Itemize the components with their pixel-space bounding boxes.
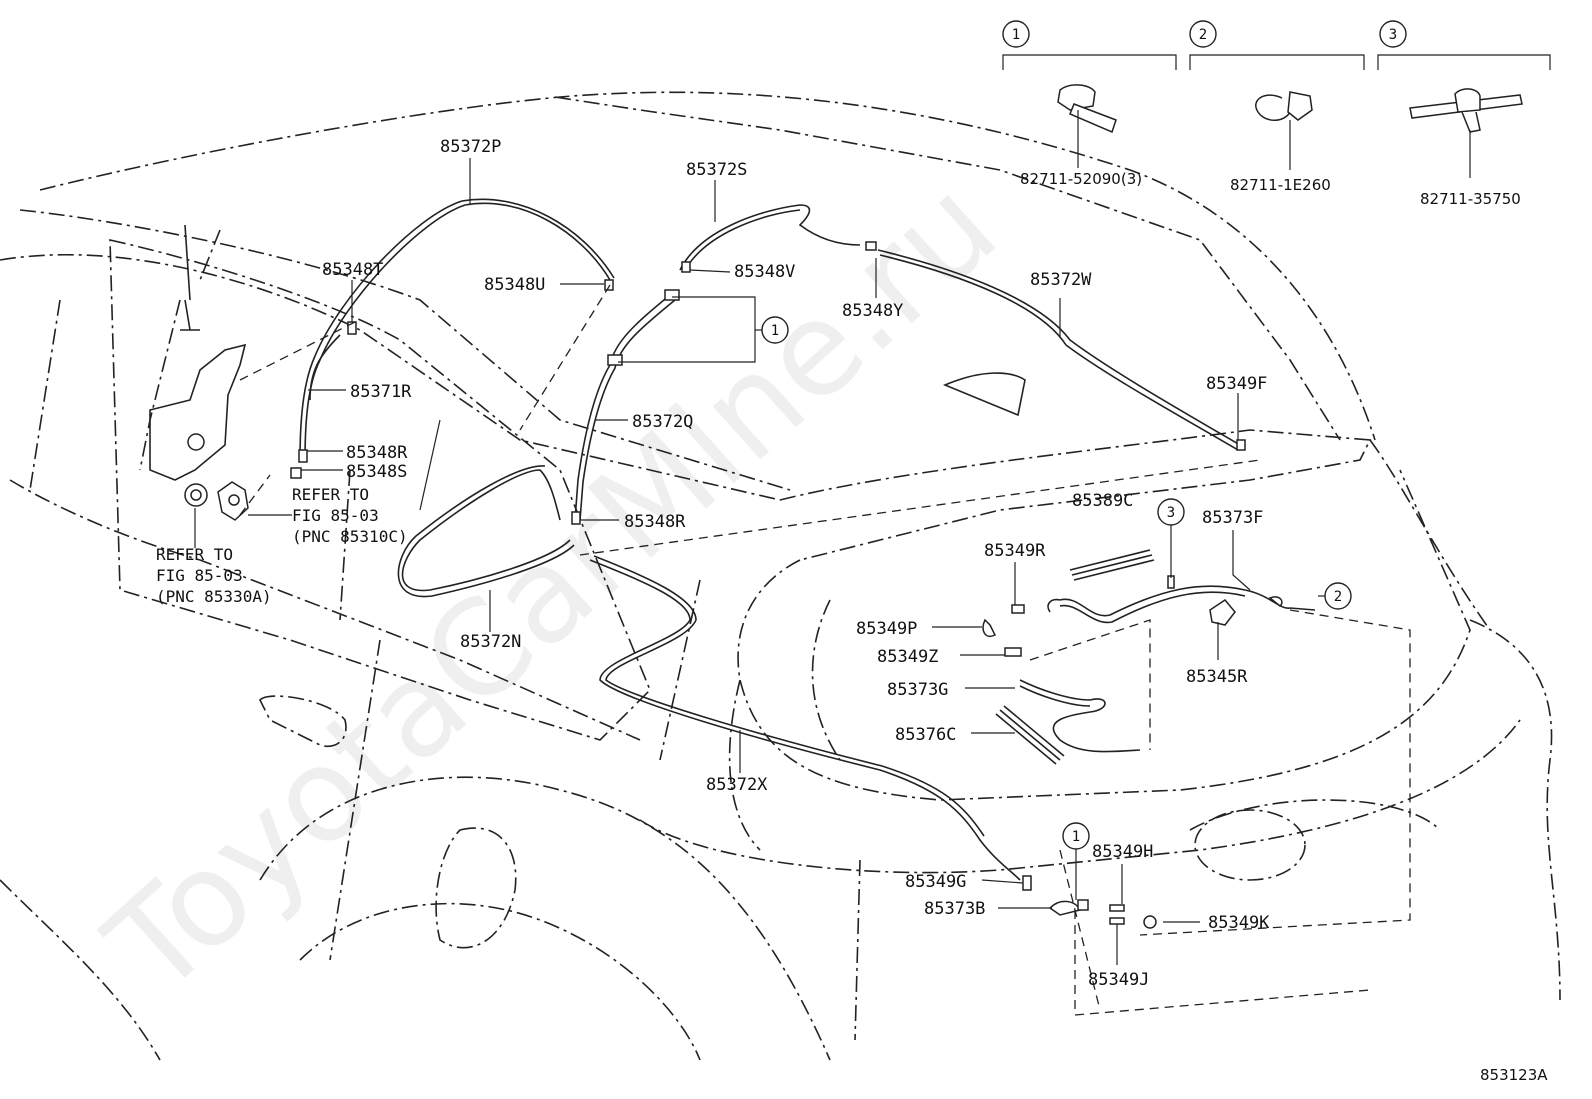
ref-note-2-line1: REFER TO bbox=[156, 545, 233, 564]
connectors bbox=[290, 241, 1283, 929]
label-85372Q: 85372Q bbox=[632, 412, 693, 432]
label-85371R: 85371R bbox=[350, 382, 412, 402]
label-85349P: 85349P bbox=[856, 619, 917, 639]
label-85349Z: 85349Z bbox=[877, 647, 938, 667]
ref-note-1-line3: (PNC 85310C) bbox=[292, 527, 408, 546]
vehicle-body-outline bbox=[0, 91, 1561, 1061]
ref-note-1-line1: REFER TO bbox=[292, 485, 369, 504]
label-85373F: 85373F bbox=[1202, 508, 1263, 528]
label-85349J: 85349J bbox=[1088, 970, 1149, 990]
inset-1-number: 1 bbox=[1012, 27, 1020, 43]
label-85372X: 85372X bbox=[706, 775, 768, 795]
inset-2: 2 82711-1E260 bbox=[1189, 20, 1365, 194]
label-85348U: 85348U bbox=[484, 275, 545, 295]
label-85372P: 85372P bbox=[440, 137, 501, 157]
inset-3: 3 82711-35750 bbox=[1377, 20, 1551, 208]
washer-reservoir bbox=[149, 224, 247, 481]
label-85348Y: 85348Y bbox=[842, 301, 903, 321]
label-85373B: 85373B bbox=[924, 899, 985, 919]
label-85349K: 85349K bbox=[1208, 913, 1270, 933]
label-85372W: 85372W bbox=[1030, 270, 1092, 290]
label-85348R-b: 85348R bbox=[624, 512, 686, 532]
inset-1-part-number: 82711-52090(3) bbox=[1020, 170, 1142, 188]
label-85348R-a: 85348R bbox=[346, 443, 408, 463]
ref-note-2-line2: FIG 85-03 bbox=[156, 566, 243, 585]
label-85348V: 85348V bbox=[734, 262, 795, 282]
label-85348T: 85348T bbox=[322, 260, 383, 280]
label-85372S: 85372S bbox=[686, 160, 747, 180]
part-labels: 85372P 85372S 85348T 85348U 85348V 85348… bbox=[322, 137, 1270, 990]
coil-springs bbox=[995, 549, 1155, 765]
label-85345R: 85345R bbox=[1186, 667, 1248, 687]
inset-2-part-number: 82711-1E260 bbox=[1230, 176, 1331, 194]
inset-2-number: 2 bbox=[1199, 27, 1207, 43]
callout-3: 3 bbox=[1167, 505, 1175, 521]
inset-1: 1 82711-52090(3) bbox=[1002, 20, 1177, 188]
label-85376C: 85376C bbox=[895, 725, 956, 745]
inset-3-number: 3 bbox=[1389, 27, 1397, 43]
label-85373G: 85373G bbox=[887, 680, 948, 700]
label-85349H: 85349H bbox=[1092, 842, 1153, 862]
reference-lines bbox=[239, 284, 1411, 1016]
ref-note-1-line2: FIG 85-03 bbox=[292, 506, 379, 525]
callout-circles: 1 3 2 1 bbox=[761, 316, 1352, 850]
label-85389C: 85389C bbox=[1072, 491, 1133, 511]
washer-hoses bbox=[299, 198, 1316, 881]
leader-lines bbox=[194, 158, 1330, 965]
figure-code: 853123A bbox=[1480, 1066, 1548, 1084]
washer-pumps bbox=[184, 481, 249, 521]
callout-1-bottom: 1 bbox=[1072, 829, 1080, 845]
label-85348S: 85348S bbox=[346, 462, 407, 482]
label-85349R: 85349R bbox=[984, 541, 1046, 561]
refer-notes: REFER TO FIG 85-03 (PNC 85310C) REFER TO… bbox=[156, 485, 408, 606]
label-85349G: 85349G bbox=[905, 872, 966, 892]
label-85349F: 85349F bbox=[1206, 374, 1267, 394]
ref-note-2-line3: (PNC 85330A) bbox=[156, 587, 272, 606]
label-85372N: 85372N bbox=[460, 632, 521, 652]
callout-2: 2 bbox=[1334, 589, 1342, 605]
clip-insets: 1 82711-52090(3) 2 82711-1E260 3 82 bbox=[1002, 20, 1551, 208]
inset-3-part-number: 82711-35750 bbox=[1420, 190, 1521, 208]
callout-1-top: 1 bbox=[771, 323, 779, 339]
